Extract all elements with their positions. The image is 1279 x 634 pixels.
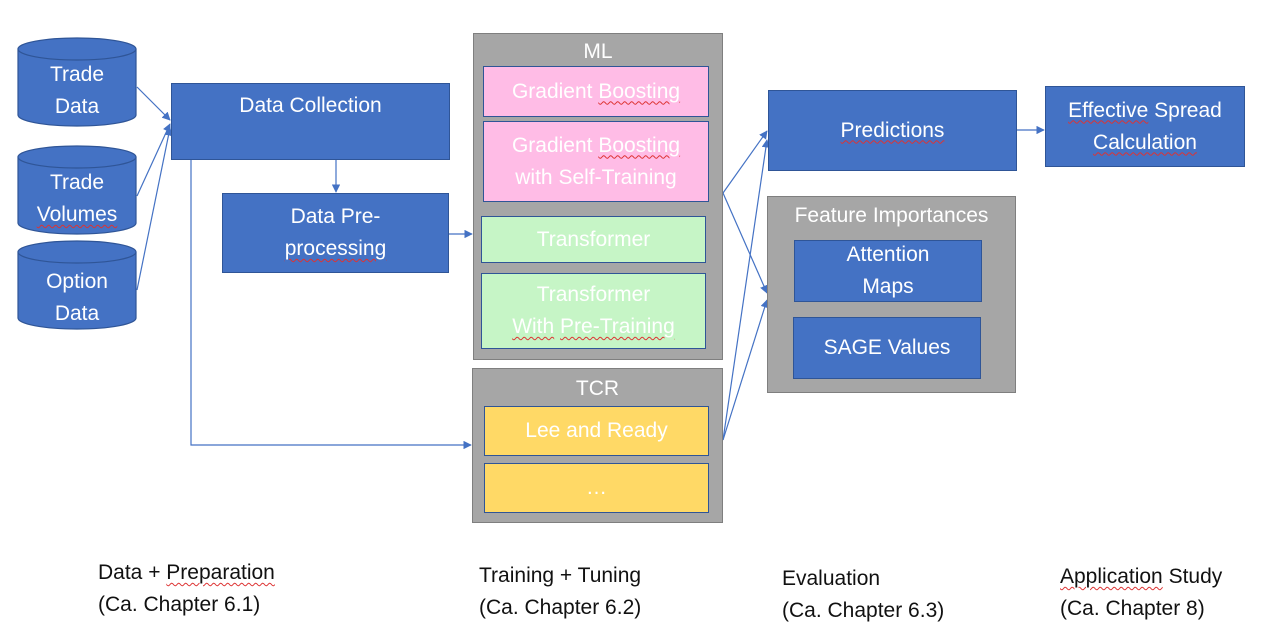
effective-spread-line-1: Effective Spread [1068,95,1222,127]
caption-prep-line-1: Data + Preparation [98,557,275,589]
trade-data-line-1: Trade [49,63,105,86]
transformer-pretraining-word-1: With [512,315,555,338]
caption-evaluation-line-2: (Ca. Chapter 6.3) [782,599,945,622]
preprocessing-line-1: Data Pre- [290,205,381,228]
transformer-label: Transformer [536,227,651,251]
lee-ready-label: Lee and Ready [525,419,668,442]
caption-evaluation: Evaluation (Ca. Chapter 6.3) [782,563,944,627]
arrow-ml-to-predictions [722,130,768,194]
option-data-line-2: Data [54,302,100,325]
option-data-cylinder: Option Data [17,240,137,330]
caption-prep-word-1: Data + [98,561,167,584]
caption-application-study: Application Study (Ca. Chapter 8) [1060,561,1222,625]
caption-application-word-1: Application [1060,565,1163,588]
attention-maps-line-2: Maps [862,275,914,298]
tcr-more-box: … [484,463,709,513]
data-collection-label: Data Collection [239,94,382,117]
transformer-box: Transformer [481,216,706,263]
sage-values-box: SAGE Values [793,317,981,379]
sage-values-label: SAGE Values [823,336,951,359]
gradient-boosting-label: Gradient Boosting [512,76,680,108]
gb-self-training-line-2: with Self-Training [515,162,676,194]
trade-volumes-line-2: Volumes [36,203,118,226]
trade-data-line-2: Data [54,95,100,118]
caption-training-line-1: Training + Tuning [479,564,642,587]
tcr-title: TCR [575,377,620,400]
arrow-option-data-to-collection [136,127,173,291]
caption-prep-word-2: Preparation [166,561,275,584]
transformer-pretraining-line-2: With Pre-Training [512,311,675,343]
gradient-boosting-box: Gradient Boosting [483,66,709,117]
trade-data-cylinder: Trade Data [17,37,137,127]
gb-self-training-word-1: Gradient [511,133,599,157]
gb-self-training-word-3: with [515,165,559,189]
effective-spread-box: Effective Spread Calculation [1045,86,1245,167]
caption-evaluation-line-1: Evaluation [782,567,881,590]
predictions-box: Predictions [768,90,1017,171]
lee-ready-box: Lee and Ready [484,406,709,456]
transformer-pretraining-word-2: Pre-Training [560,315,675,338]
data-collection-box: Data Collection [171,83,450,160]
data-preprocessing-box: Data Pre- processing [222,193,449,273]
effective-spread-word-1: Effective [1068,98,1149,122]
arrow-ml-to-feature-importances [722,192,768,294]
arrow-tcr-to-feature-importances [722,299,769,441]
caption-data-preparation: Data + Preparation (Ca. Chapter 6.1) [98,557,275,621]
caption-prep-line-2: (Ca. Chapter 6.1) [98,593,261,616]
preprocessing-line-2: processing [284,237,387,260]
gradient-boosting-word-1: Gradient [511,79,599,103]
arrow-trade-data-to-collection [136,86,171,121]
transformer-pretraining-line-1: Transformer [536,283,651,306]
gb-self-training-line-1: Gradient Boosting [512,130,680,162]
ml-title: ML [583,40,613,63]
feature-importances-title: Feature Importances [794,204,989,227]
transformer-pretraining-box: Transformer With Pre-Training [481,273,706,349]
caption-application-line-1: Application Study [1060,561,1222,593]
option-data-line-1: Option [46,270,108,293]
effective-spread-line-2: Calculation [1093,130,1197,154]
trade-volumes-line-1: Trade [49,171,105,194]
predictions-label: Predictions [840,118,945,142]
trade-volumes-cylinder: Trade Volumes [17,145,137,235]
caption-application-word-2: Study [1162,565,1223,588]
gradient-boosting-word-2: Boosting [598,79,681,103]
tcr-more-label: … [586,476,607,499]
gb-self-training-word-2: Boosting [598,133,681,157]
gb-self-training-box: Gradient Boosting with Self-Training [483,121,709,202]
attention-maps-line-1: Attention [846,243,930,266]
gb-self-training-word-4: Self-Training [558,165,677,189]
attention-maps-box: Attention Maps [794,240,982,302]
effective-spread-word-2: Spread [1148,98,1222,122]
caption-training-tuning: Training + Tuning (Ca. Chapter 6.2) [479,560,641,624]
arrow-tcr-to-predictions [722,139,771,441]
caption-application-line-2: (Ca. Chapter 8) [1060,597,1205,620]
caption-training-line-2: (Ca. Chapter 6.2) [479,596,642,619]
arrow-trade-volumes-to-collection [136,123,171,197]
